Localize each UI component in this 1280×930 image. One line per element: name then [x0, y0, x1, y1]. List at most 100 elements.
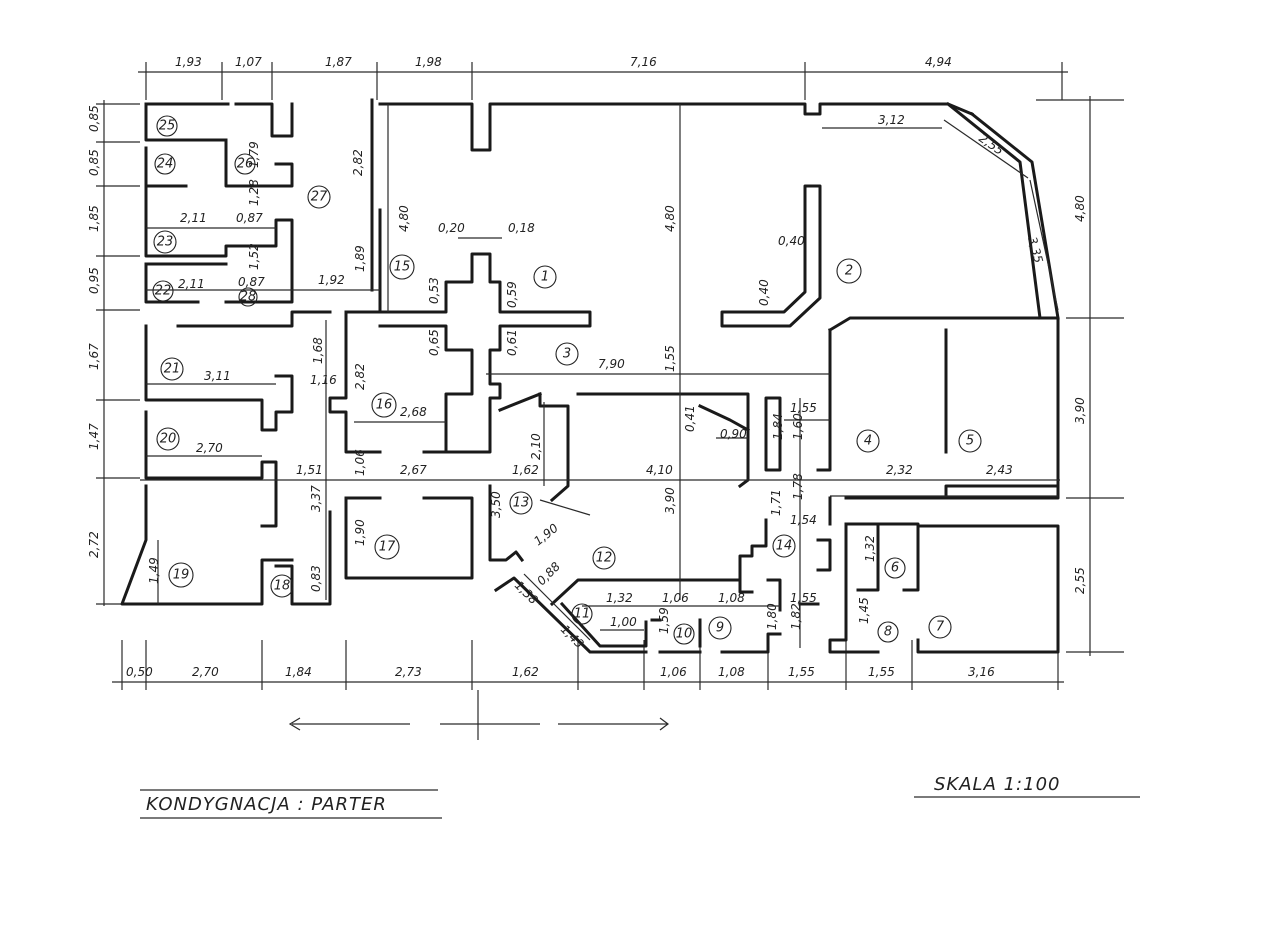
dim-1-51: 1,51 [296, 463, 323, 477]
dim-0-65: 0,65 [427, 329, 441, 356]
dim-0-53: 0,53 [427, 277, 441, 304]
left-dim-1: 0,85 [87, 105, 101, 132]
top-dimension-chain: 1,93 1,07 1,87 1,98 7,16 4,94 [138, 55, 1068, 100]
dim-1-54: 1,54 [790, 513, 817, 527]
left-dim-4: 0,95 [87, 267, 101, 294]
dim-2-11-b: 2,11 [178, 277, 205, 291]
dim-2-70: 2,70 [196, 441, 223, 455]
dim-4-80-left: 4,80 [397, 205, 411, 232]
dim-1-79: 1,79 [247, 141, 261, 168]
dim-1-55-center: 1,55 [663, 345, 677, 372]
dim-3-11: 3,11 [204, 369, 231, 383]
dim-1-89: 1,89 [353, 245, 367, 272]
bottom-dimension-chain: 0,50 2,70 1,84 2,73 1,62 1,06 1,08 1,55 … [112, 640, 1064, 690]
dim-1-90-r17: 1,90 [353, 519, 367, 546]
room-11: 11 [574, 607, 591, 622]
bottom-dim-9: 1,55 [868, 665, 895, 679]
bottom-dim-3: 1,84 [285, 665, 312, 679]
bottom-dim-1: 0,50 [126, 665, 153, 679]
dim-1-55-r4: 1,55 [790, 401, 817, 415]
dim-1-68: 1,68 [311, 337, 325, 364]
interior-dimension-labels: 3,12 2,55 3,35 4,80 0,40 0,40 4,80 2,82 … [147, 113, 1046, 651]
dim-0-18: 0,18 [508, 221, 535, 235]
dim-1-84: 1,84 [771, 413, 785, 440]
dim-7-90: 7,90 [598, 357, 625, 371]
right-dim-2: 3,90 [1073, 397, 1087, 424]
top-dim-1: 1,93 [175, 55, 202, 69]
dim-3-12: 3,12 [878, 113, 905, 127]
room-20: 20 [160, 432, 177, 447]
room-8: 8 [884, 625, 892, 640]
bottom-dim-6: 1,06 [660, 665, 687, 679]
dim-2-32: 2,32 [886, 463, 913, 477]
dim-2-11-a: 2,11 [180, 211, 207, 225]
dim-0-59: 0,59 [505, 281, 519, 308]
dim-0-40-a: 0,40 [778, 234, 805, 248]
dim-1-92: 1,92 [318, 273, 345, 287]
dim-1-38: 1,38 [512, 578, 541, 607]
dim-4-80-center: 4,80 [663, 205, 677, 232]
dim-3-50: 3,50 [489, 491, 503, 518]
room-9: 9 [716, 621, 724, 636]
dim-1-45: 1,45 [857, 597, 871, 624]
room-18: 18 [274, 579, 291, 594]
bottom-dim-10: 3,16 [968, 665, 995, 679]
left-dimension-chain: 0,85 0,85 1,85 0,95 1,67 1,47 2,72 [87, 100, 140, 606]
left-dim-5: 1,67 [87, 343, 101, 370]
room-labels: 1 2 3 4 5 6 7 8 9 10 11 12 13 14 15 16 1… [152, 115, 982, 645]
top-dim-6: 4,94 [925, 55, 952, 69]
dim-2-10: 2,10 [529, 433, 543, 460]
dim-0-40-b: 0,40 [757, 279, 771, 306]
right-dim-3: 2,55 [1073, 567, 1087, 594]
dim-0-20: 0,20 [438, 221, 465, 235]
bottom-dim-7: 1,08 [718, 665, 745, 679]
dim-1-08-r9: 1,08 [718, 591, 745, 605]
room-12: 12 [596, 551, 613, 566]
room-19: 19 [173, 568, 190, 583]
top-dim-4: 1,98 [415, 55, 442, 69]
top-dim-3: 1,87 [325, 55, 352, 69]
dim-2-82-top: 2,82 [351, 149, 365, 176]
dim-0-88: 0,88 [534, 559, 563, 588]
room-1: 1 [541, 270, 549, 285]
interior-dimension-lines [140, 104, 1060, 648]
dim-2-55: 2,55 [976, 131, 1006, 158]
room-7: 7 [936, 620, 945, 635]
room-15: 15 [394, 260, 411, 275]
dim-1-80: 1,80 [765, 603, 779, 630]
room-24: 24 [157, 157, 174, 172]
bottom-dim-2: 2,70 [192, 665, 219, 679]
dim-1-16: 1,16 [310, 373, 337, 387]
title-block: KONDYGNACJA : PARTER SKALA 1:100 [140, 774, 1140, 819]
dim-4-10: 4,10 [646, 463, 673, 477]
dim-1-00: 1,00 [610, 615, 637, 629]
scale-label: SKALA 1:100 [934, 774, 1060, 795]
walls [120, 98, 1060, 654]
top-dim-2: 1,07 [235, 55, 262, 69]
section-lines [288, 690, 669, 740]
floor-title: KONDYGNACJA : PARTER [146, 794, 387, 815]
room-21: 21 [164, 362, 181, 377]
dim-3-37: 3,37 [309, 485, 323, 512]
dim-0-61: 0,61 [505, 329, 519, 356]
dim-1-62: 1,62 [512, 463, 539, 477]
room-6: 6 [891, 561, 899, 576]
room-2: 2 [845, 264, 853, 279]
top-dim-5: 7,16 [630, 55, 657, 69]
room-28: 28 [240, 290, 257, 305]
left-dim-7: 2,72 [87, 531, 101, 558]
dim-1-71: 1,71 [769, 489, 783, 516]
dim-1-32-r6: 1,32 [863, 535, 877, 562]
room-27: 27 [311, 190, 328, 205]
room-5: 5 [966, 434, 974, 449]
room-25: 25 [159, 119, 176, 134]
right-dim-1: 4,80 [1073, 195, 1087, 222]
dim-0-87-b: 0,87 [238, 275, 265, 289]
dim-2-43: 2,43 [986, 463, 1013, 477]
room-17: 17 [379, 540, 396, 555]
dim-1-28: 1,28 [247, 179, 261, 206]
dim-1-59: 1,59 [657, 607, 671, 634]
room-14: 14 [776, 539, 793, 554]
